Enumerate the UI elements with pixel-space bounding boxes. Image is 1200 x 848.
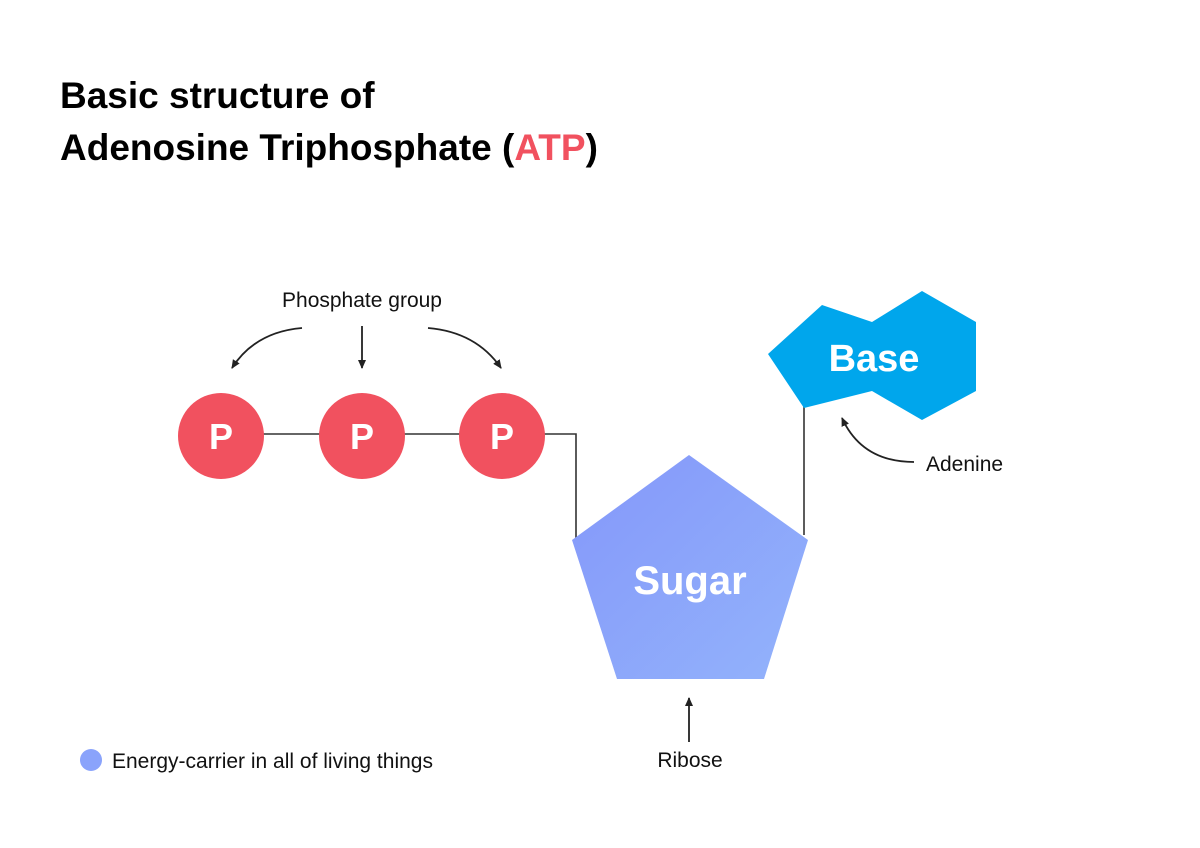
base-shape — [768, 291, 976, 420]
sugar-label: Sugar — [633, 559, 746, 603]
title-line-2-suffix: ) — [585, 127, 598, 168]
phosphate-circle — [459, 393, 545, 479]
phosphate-1: P — [178, 393, 264, 479]
ribose-label: Ribose — [657, 749, 722, 772]
title-line-1: Basic structure of — [60, 75, 375, 116]
page-title: Basic structure of Adenosine Triphosphat… — [60, 70, 598, 174]
arrow-to-phosphate-1 — [231, 327, 303, 369]
legend-dot — [80, 749, 102, 771]
phosphate-label: P — [350, 416, 374, 457]
legend: Energy-carrier in all of living things — [80, 749, 433, 773]
title-accent-atp: ATP — [514, 127, 586, 168]
phosphate-group-arrows — [231, 326, 915, 742]
bond-lines — [262, 402, 805, 540]
base-node: Base — [768, 291, 976, 420]
phosphate-circle — [319, 393, 405, 479]
phosphate-2: P — [319, 393, 405, 479]
adenine-label: Adenine — [926, 453, 1003, 476]
phosphate-group-label: Phosphate group — [282, 289, 442, 312]
phosphate-label: P — [209, 416, 233, 457]
arrow-to-base — [841, 417, 915, 463]
phosphate-3: P — [459, 393, 545, 479]
phosphate-label: P — [490, 416, 514, 457]
bond-p3-sugar — [543, 433, 577, 540]
legend-text: Energy-carrier in all of living things — [112, 750, 433, 773]
sugar-pentagon — [572, 455, 808, 679]
sugar-node: Sugar — [572, 455, 808, 679]
title-line-2-prefix: Adenosine Triphosphate ( — [60, 127, 515, 168]
phosphate-circle — [178, 393, 264, 479]
base-label: Base — [829, 338, 920, 380]
arrow-to-phosphate-3 — [427, 327, 502, 369]
